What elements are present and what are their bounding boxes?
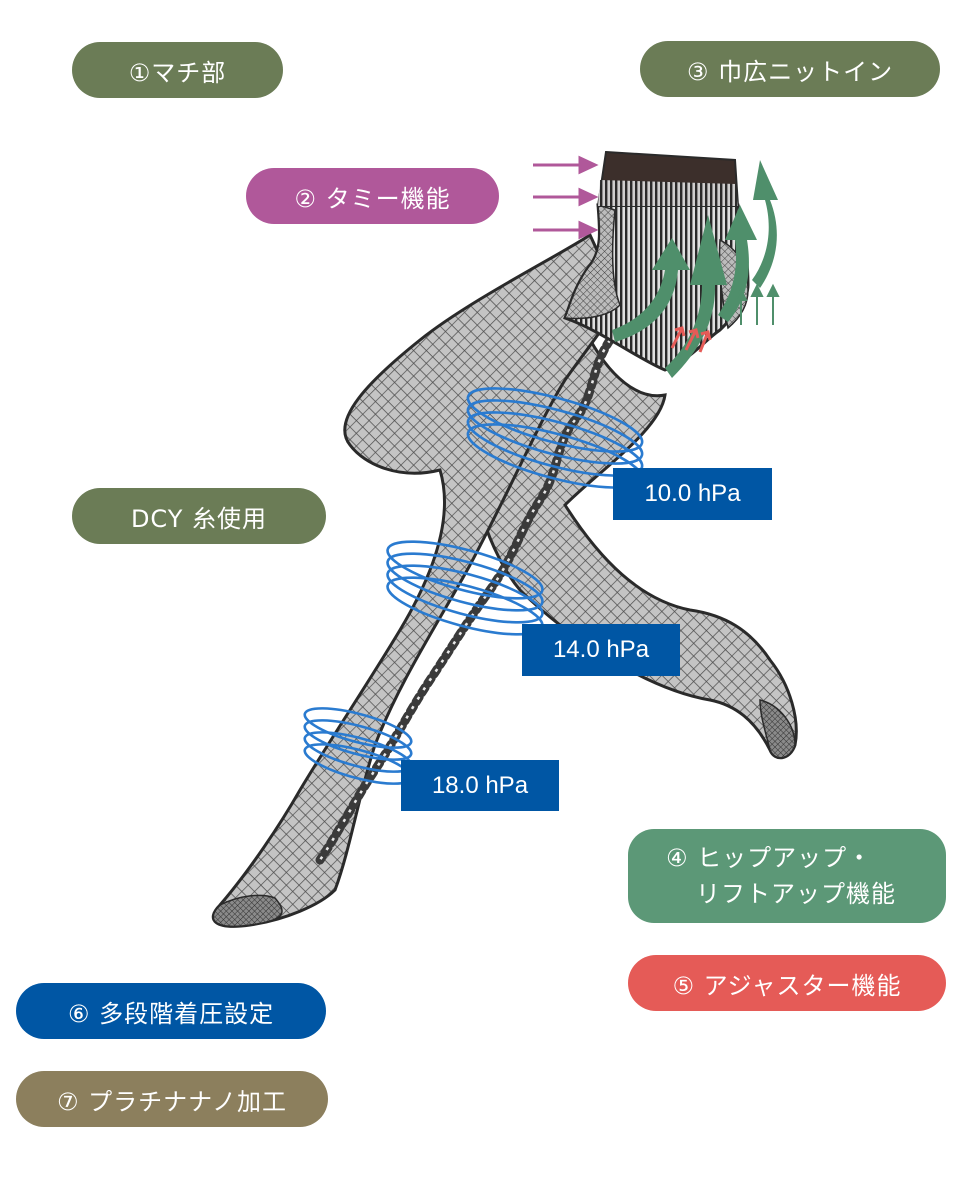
wide-knit-label: ③ 巾広ニットイン bbox=[640, 41, 940, 97]
back-leg bbox=[467, 327, 798, 760]
adjuster-arrows bbox=[670, 326, 712, 353]
gusset-label: ①マチ部 bbox=[72, 42, 283, 98]
calf-rings bbox=[303, 707, 413, 785]
front-leg bbox=[211, 232, 622, 928]
platinum-nano-label: ⑦ プラチナナノ加工 bbox=[16, 1071, 328, 1127]
waist-knit bbox=[598, 180, 738, 206]
lift-arrows bbox=[612, 160, 778, 378]
small-lift-arrows bbox=[734, 283, 780, 325]
graduated-compression-label: ⑥ 多段階着圧設定 bbox=[16, 983, 326, 1039]
hip-mesh-left bbox=[563, 203, 621, 320]
dcy-label: DCY 糸使用 bbox=[72, 488, 326, 544]
adjuster-label: ⑤ アジャスター機能 bbox=[628, 955, 946, 1011]
hip-up-label-line2: リフトアップ機能 bbox=[696, 880, 896, 908]
calf-pressure-badge: 18.0 hPa bbox=[401, 760, 559, 811]
tummy-arrows bbox=[533, 155, 599, 240]
back-toe bbox=[759, 699, 796, 759]
tummy-label: ② タミー機能 bbox=[246, 168, 499, 224]
knee-pressure-badge: 14.0 hPa bbox=[522, 624, 680, 676]
thigh-pressure-badge: 10.0 hPa bbox=[613, 468, 772, 520]
hip-up-label: ④ ヒップアップ・ リフトアップ機能 bbox=[628, 829, 946, 923]
front-toe bbox=[212, 894, 283, 927]
hip-up-label-line1: ④ ヒップアップ・ bbox=[666, 844, 873, 872]
